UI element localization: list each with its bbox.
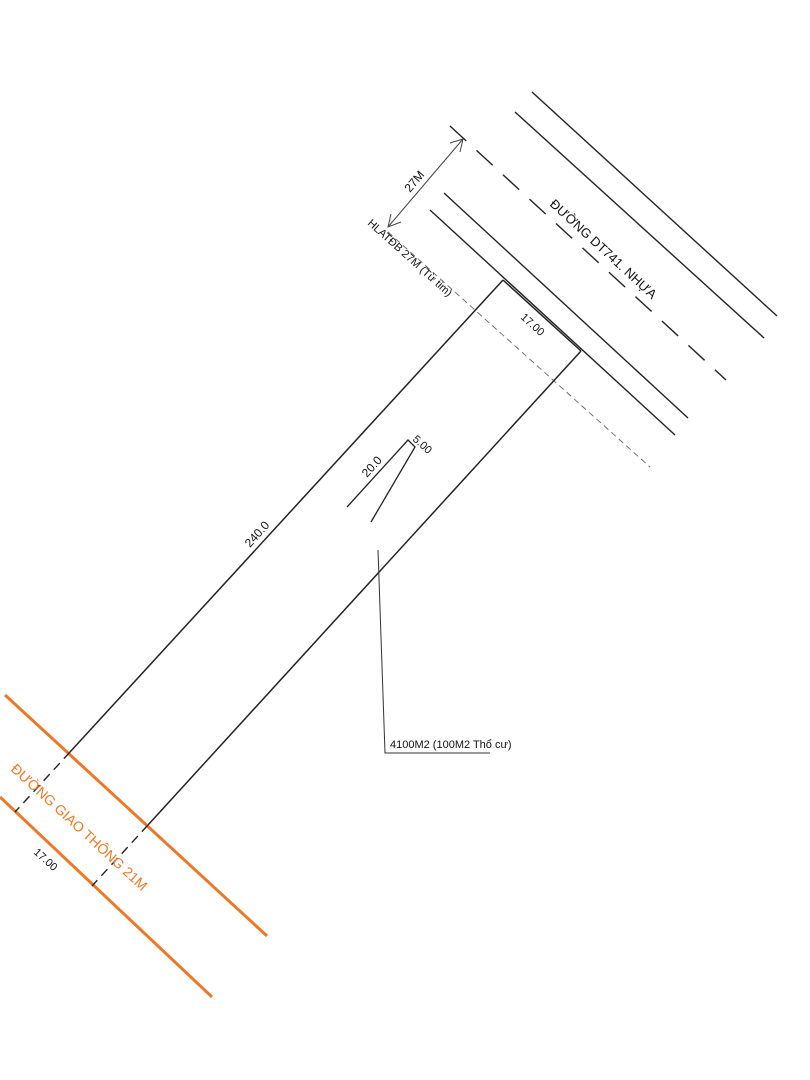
lot-boundary-left bbox=[69, 279, 504, 753]
width-dimension-line bbox=[387, 138, 464, 228]
road-top-edge-lot-side-1 bbox=[443, 192, 689, 419]
setback-line bbox=[387, 231, 651, 468]
residential-length-label: 20.0 bbox=[359, 453, 385, 480]
lot-boundary-right bbox=[147, 350, 582, 826]
lot-extension-left bbox=[14, 751, 71, 813]
lot-length-label: 240.0 bbox=[242, 518, 273, 550]
road-width-label: 27M bbox=[402, 168, 428, 195]
road-top-edge-inner bbox=[514, 111, 765, 339]
residential-width-label: 5.00 bbox=[410, 433, 434, 456]
setback-label: HLATĐB 27M (Từ tim) bbox=[365, 217, 454, 299]
road-top-centerline bbox=[449, 125, 727, 381]
residential-block-outline bbox=[346, 439, 416, 523]
road-top-name: ĐƯỜNG DT741. NHỰA bbox=[547, 196, 660, 302]
area-leader-line bbox=[377, 549, 490, 754]
lot-front-edge bbox=[502, 279, 582, 352]
road-top-edge-lot-side-2 bbox=[429, 209, 676, 436]
arrowhead-top bbox=[449, 138, 464, 153]
arrowhead-bottom bbox=[387, 213, 402, 228]
road-bottom-edge-upper bbox=[3, 693, 269, 938]
road-top-edge-outer bbox=[531, 91, 778, 317]
road-bottom-edge-lower bbox=[0, 795, 214, 999]
area-note: 4100M2 (100M2 Thổ cư) bbox=[390, 739, 512, 751]
